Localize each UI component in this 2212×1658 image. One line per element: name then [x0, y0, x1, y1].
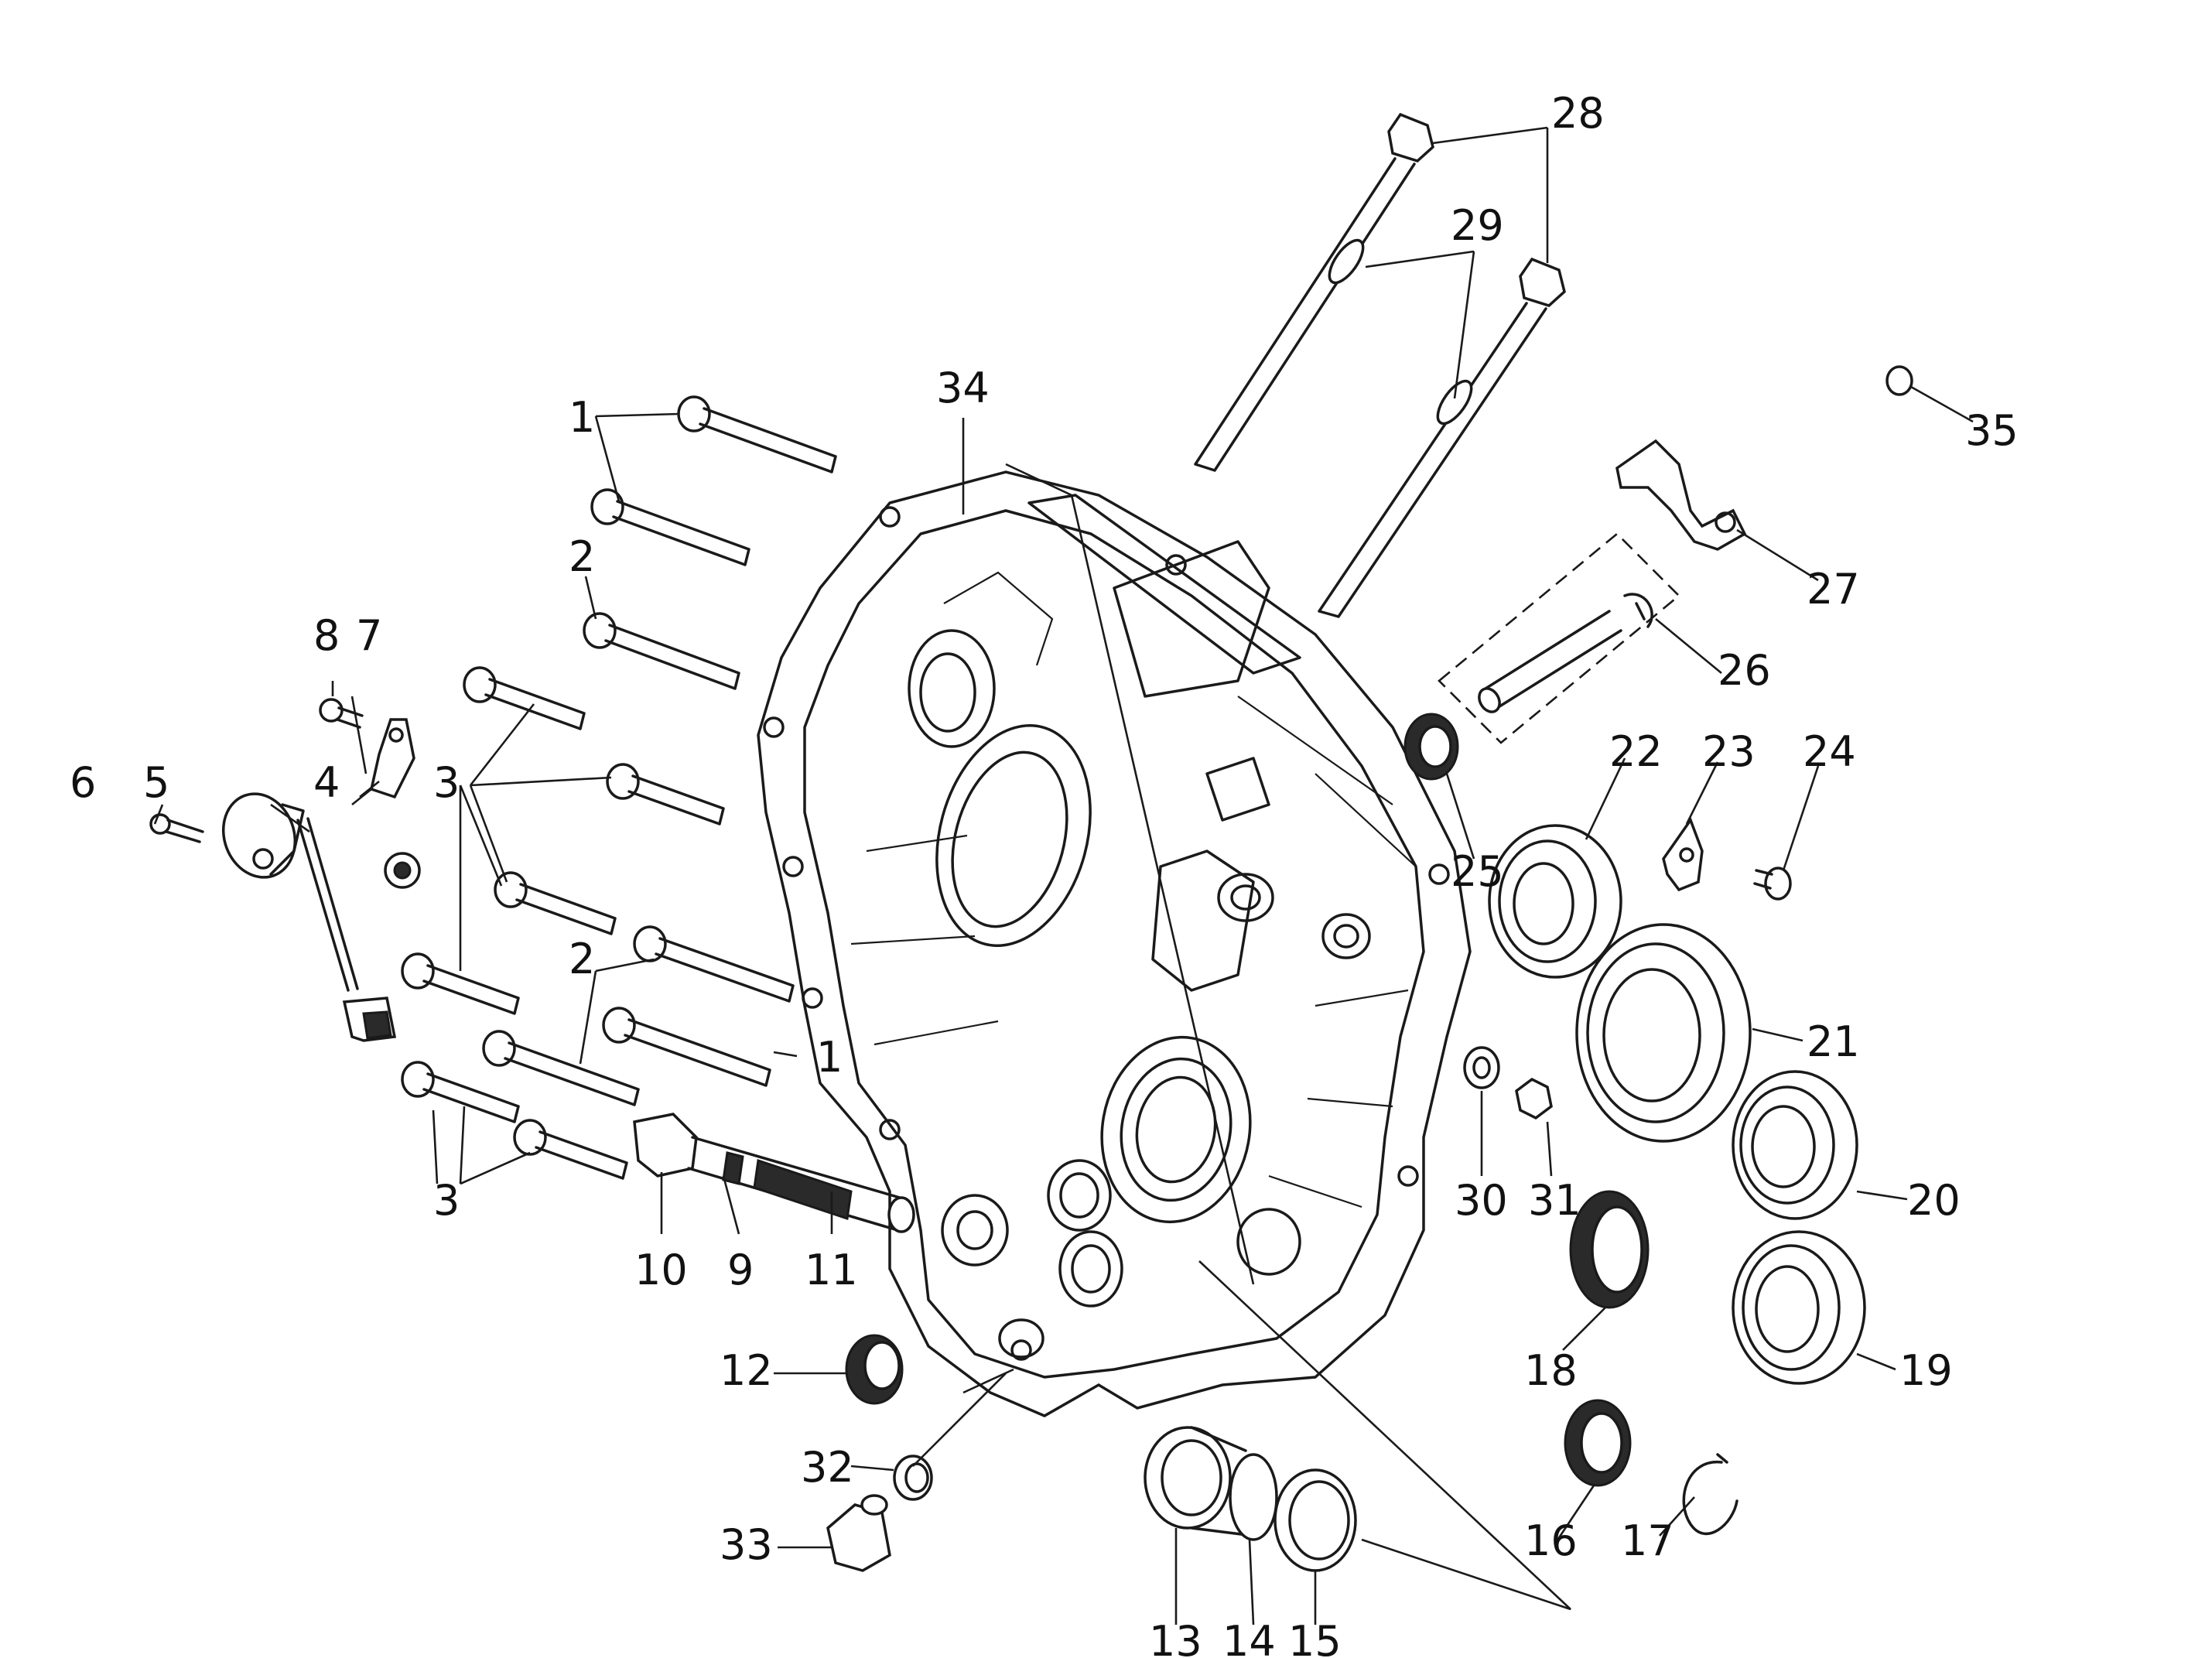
bracket-27: [1615, 439, 1747, 551]
callout-24: 24: [1803, 727, 1856, 776]
callout-15: 15: [1288, 1617, 1342, 1658]
bolt-3-b: [606, 763, 725, 826]
callout-31: 31: [1528, 1176, 1581, 1225]
bolt-3-c: [494, 871, 617, 935]
callout-3-upper: 3: [433, 758, 460, 807]
bolt-1-second: [590, 488, 750, 566]
callout-7: 7: [356, 611, 382, 660]
seal-18: [1569, 1190, 1650, 1309]
callout-28: 28: [1551, 89, 1605, 138]
washer-30: [1463, 1046, 1500, 1089]
callout-33: 33: [720, 1520, 773, 1569]
callout-27: 27: [1807, 565, 1860, 614]
bolt-3-a: [463, 666, 586, 730]
callout-30: 30: [1455, 1176, 1508, 1225]
nut-31: [1515, 1077, 1553, 1120]
callout-34: 34: [936, 364, 990, 412]
callout-29: 29: [1451, 201, 1504, 250]
callout-2-lower: 2: [569, 935, 595, 983]
callout-1-upper: 1: [569, 393, 595, 442]
callout-35: 35: [1965, 406, 2019, 455]
bolt-24: [1753, 867, 1792, 901]
bearing-21: [1575, 923, 1752, 1143]
plug-33: [826, 1494, 891, 1572]
callout-21: 21: [1807, 1017, 1860, 1066]
shaft-26: [1438, 532, 1680, 744]
seal-12: [845, 1334, 904, 1405]
callout-16: 16: [1524, 1516, 1578, 1565]
callout-13: 13: [1149, 1617, 1202, 1658]
bolt-1-upper: [677, 395, 837, 473]
callout-25: 25: [1451, 847, 1504, 896]
callout-8: 8: [313, 611, 340, 660]
circlip-17: [1682, 1453, 1738, 1536]
bearing-19: [1732, 1230, 1866, 1385]
bolt-2-lower: [633, 925, 795, 1003]
callout-14: 14: [1222, 1617, 1276, 1658]
bolt-2-third: [482, 1030, 640, 1106]
callout-6: 6: [70, 758, 96, 807]
seal-16: [1564, 1399, 1632, 1487]
bolt-3-e: [401, 1061, 520, 1123]
callout-22: 22: [1609, 727, 1663, 776]
crankcase-cover: [757, 470, 1472, 1417]
callout-4: 4: [313, 758, 340, 807]
sensor-assembly: [149, 698, 421, 1042]
callout-9: 9: [727, 1246, 754, 1294]
callout-18: 18: [1524, 1346, 1578, 1395]
long-bolts-28: [1194, 112, 1566, 618]
callout-1-lower: 1: [816, 1033, 843, 1082]
leader-lines: [153, 126, 1974, 1626]
callout-23: 23: [1702, 727, 1756, 776]
callout-10: 10: [634, 1246, 688, 1294]
bearing-20: [1732, 1070, 1858, 1220]
callout-26: 26: [1718, 646, 1771, 695]
bolt-3-d: [401, 952, 520, 1015]
bearing-13-14-15: [1144, 1426, 1357, 1572]
crankcase-bolts: [401, 395, 837, 1180]
plate-23: [1662, 817, 1704, 892]
callout-5: 5: [143, 758, 169, 807]
cap-35: [1885, 365, 1913, 396]
callout-2-upper: 2: [569, 532, 595, 581]
callout-3-lower: 3: [433, 1176, 460, 1225]
callout-17: 17: [1621, 1516, 1674, 1565]
shaft-assembly: [633, 1113, 915, 1233]
bolt-1-lower: [602, 1007, 771, 1087]
callout-11: 11: [805, 1246, 858, 1294]
seal-25: [1403, 713, 1459, 781]
bolt-2-upper: [583, 612, 740, 690]
bearing-22: [1488, 824, 1622, 979]
washer-32: [893, 1455, 933, 1501]
callout-32: 32: [801, 1443, 854, 1492]
callout-20: 20: [1907, 1176, 1961, 1225]
callout-labels: 1 1 2 2 3 3 4 5 6 7 8 9 10 11 12 13 14 1…: [70, 89, 2019, 1658]
callout-19: 19: [1899, 1346, 1953, 1395]
bolt-3-f: [513, 1119, 628, 1180]
callout-12: 12: [720, 1346, 773, 1395]
